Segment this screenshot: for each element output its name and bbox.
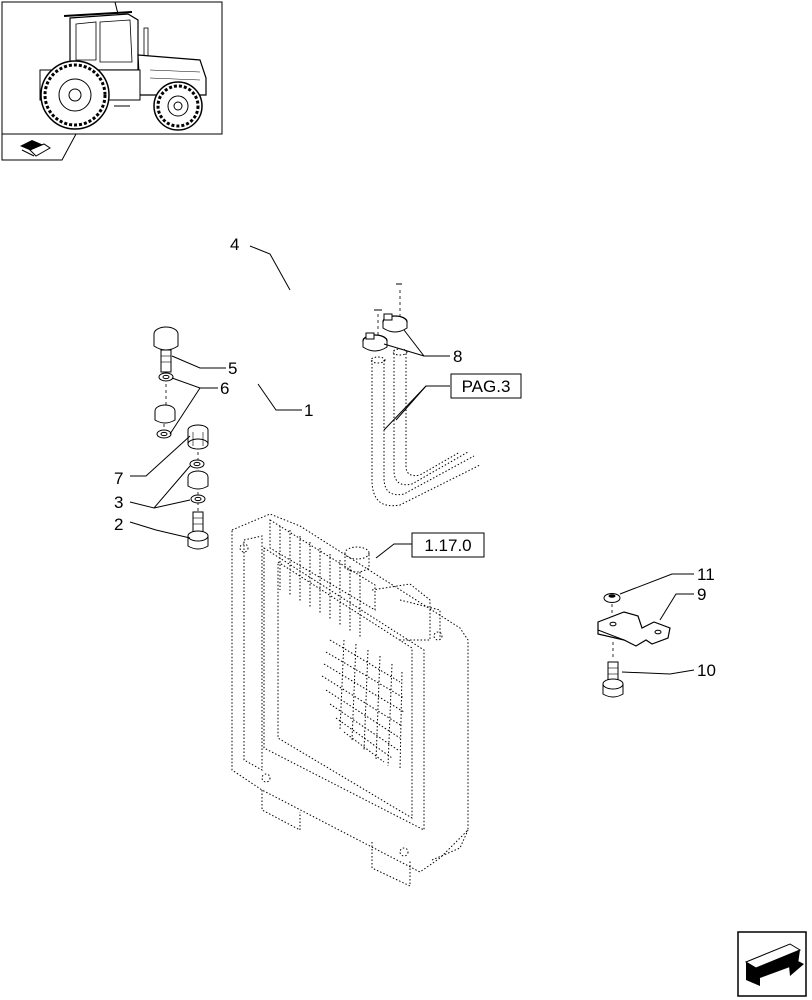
book-reference-icon (20, 140, 51, 157)
washer-part-3-lower (190, 494, 206, 504)
reference-1170-label: 1.17.0 (424, 536, 471, 555)
callout-3: 3 (114, 493, 123, 512)
callout-1: 1 (304, 401, 313, 420)
washer-part-11 (603, 593, 621, 603)
reference-box-pag3[interactable]: PAG.3 (450, 373, 522, 399)
pipe-part-1 (196, 285, 382, 473)
banjo-fitting-upper (154, 404, 176, 424)
reference-box-1170[interactable]: 1.17.0 (411, 532, 485, 558)
reference-pag3-label: PAG.3 (462, 377, 511, 396)
radiator-reference (231, 513, 469, 887)
banjo-bolt-part-2 (187, 511, 209, 550)
tractor-thumbnail-icon (39, 1, 207, 131)
callout-4: 4 (230, 235, 239, 254)
hose-clamp-part-8-lower (362, 332, 388, 352)
bracket-part-9 (597, 611, 671, 647)
hose-clamp-part-8-upper (382, 313, 408, 333)
callout-11: 11 (697, 565, 715, 584)
callout-5: 5 (228, 359, 237, 378)
washer-part-6-lower (156, 429, 172, 439)
reference-hoses (370, 348, 481, 507)
callout-6: 6 (220, 379, 229, 398)
callout-10: 10 (697, 661, 716, 680)
callout-2: 2 (114, 515, 123, 534)
callout-7: 7 (114, 469, 123, 488)
washer-part-6-upper (158, 372, 174, 382)
next-page-button[interactable] (737, 931, 807, 997)
book-reference-tab[interactable] (1, 133, 77, 161)
pipe-part-4 (145, 257, 403, 409)
radiator-core-hatch (321, 639, 405, 771)
tractor-thumbnail[interactable] (1, 1, 223, 135)
banjo-fitting-lower (187, 470, 209, 490)
washer-part-3-upper (189, 459, 205, 469)
leader-lines (129, 245, 695, 675)
adapter-part-7 (187, 424, 209, 450)
banjo-bolt-part-5 (153, 326, 179, 373)
bolt-part-10 (602, 661, 624, 698)
next-page-arrow-icon (744, 943, 804, 986)
callout-9: 9 (697, 585, 706, 604)
callout-8: 8 (453, 347, 462, 366)
